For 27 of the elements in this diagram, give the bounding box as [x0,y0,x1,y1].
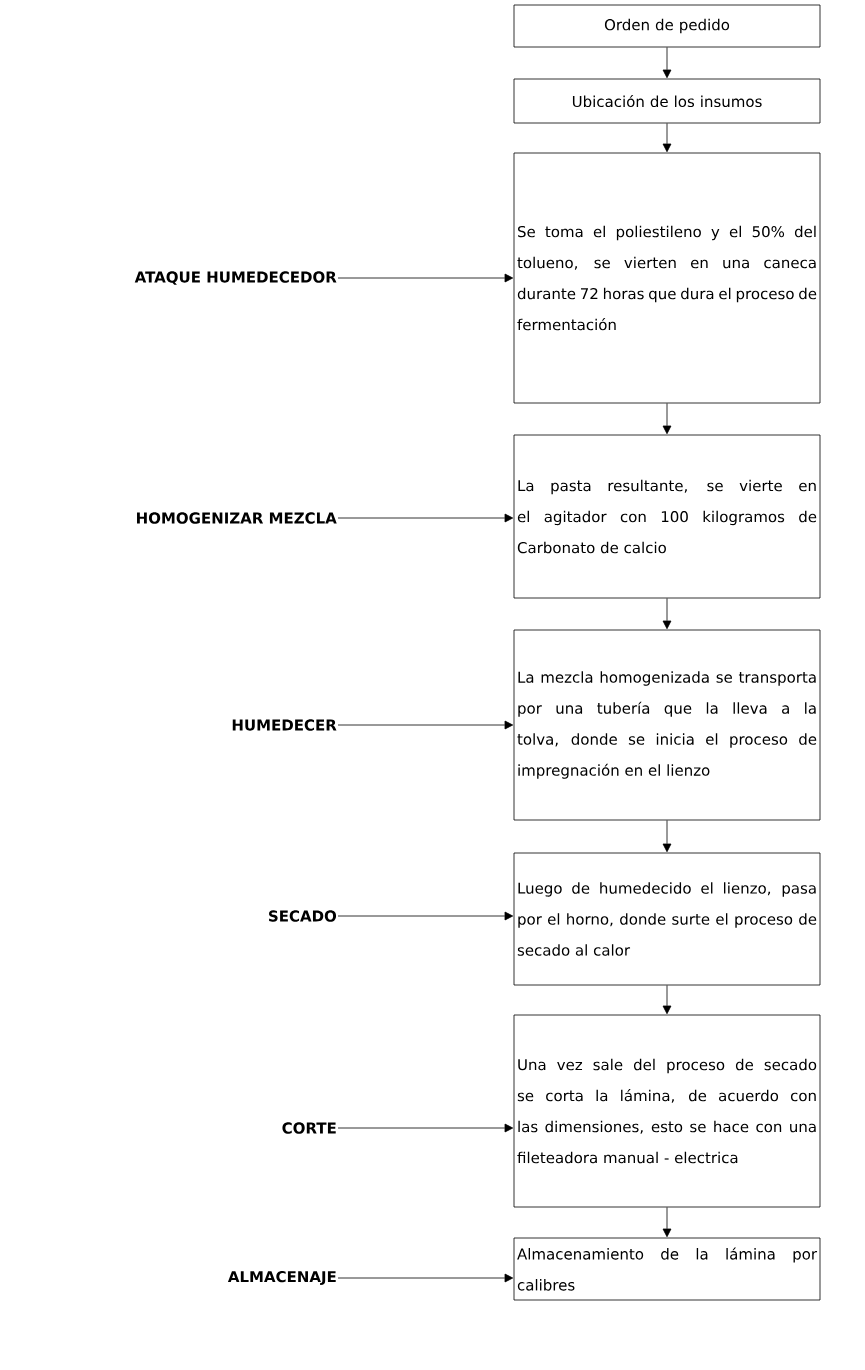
step-label: SECADO [269,910,337,922]
step-label: HUMEDECER [232,719,337,731]
arrow [662,123,672,153]
process-box: La mezcla homogenizada se transporta por una tubería que la lleva a la tolva, donde se inicia el proceso de impregnación en el lienzo [513,629,821,821]
process-box: La pasta resultante, se vierte en el agitador con 100 kilogramos de Carbonato de calcio [513,434,821,599]
arrow [337,720,514,730]
arrow [662,403,672,435]
arrow [337,911,514,921]
process-box: Se toma el poliestileno y el 50% del tolueno, se vierten en una caneca durante 72 horas que dura el proceso de fermentación [513,152,821,404]
process-box: Luego de humedecido el lienzo, pasa por el horno, donde surte el proceso de secado al calor [513,852,821,986]
arrow [337,273,514,283]
arrow [662,598,672,630]
arrow [337,1123,514,1133]
process-box: Ubicación de los insumos [513,78,821,124]
arrow [662,985,672,1015]
arrow [662,820,672,853]
process-box: Almacenamiento de la lámina por calibres [513,1237,821,1301]
arrow [662,47,672,79]
step-label: HOMOGENIZAR MEZCLA [137,512,337,524]
process-box: Orden de pedido [513,4,821,48]
step-label: ATAQUE HUMEDECEDOR [134,271,337,285]
arrow [337,1273,514,1283]
step-label: CORTE [282,1122,336,1134]
arrow [337,513,514,523]
arrow [662,1207,672,1238]
process-box: Una vez sale del proceso de secado se corta la lámina, de acuerdo con las dimensiones, esto se hace con una fileteadora manual - electrica [513,1014,821,1208]
step-label: ALMACENAJE [227,1270,336,1286]
